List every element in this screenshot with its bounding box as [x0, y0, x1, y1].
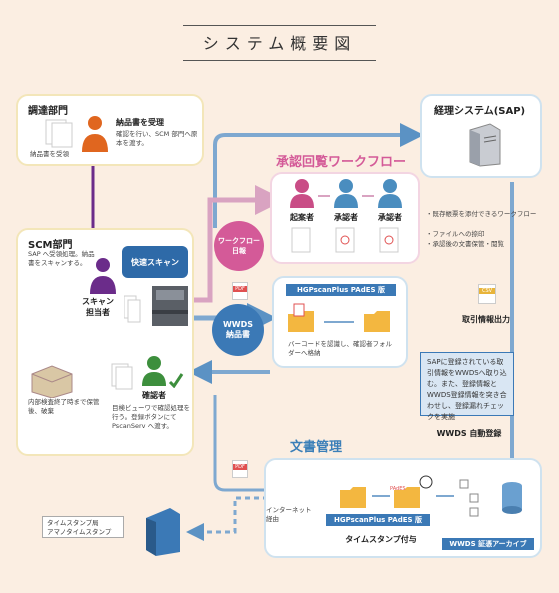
scanner-person-icon: [90, 258, 116, 294]
archive-desc: 内部検査終了時まで保管後、破棄: [28, 398, 100, 415]
invoice-stack-icon: [45, 119, 73, 148]
checker-person-icon: [142, 356, 184, 388]
arrow-scm-to-sap: [213, 123, 424, 228]
workflow-role-2: 承認者: [334, 213, 358, 222]
workflow-badge: ワークフロー 日報: [214, 221, 264, 271]
workflow-docs: [291, 227, 399, 253]
doc-pdf-label: PDF: [233, 464, 247, 470]
server-icon: [469, 123, 501, 167]
pdf-icon-label: PDF: [233, 286, 247, 292]
page-title: システム概要図: [202, 34, 357, 53]
workflow-box: 起案者 承認者 承認者: [270, 172, 420, 264]
procurement-box: 調達部門 納品書を受領 納品書を受理 確認を行い、SCM 部門へ原本を渡す。: [16, 94, 204, 166]
title-rule-top: [183, 25, 376, 26]
output-label: 取引情報出力: [462, 315, 510, 324]
archive-box-icon: [31, 365, 73, 398]
doc-pdf-icon: PDF: [232, 460, 248, 478]
procurement-person-desc: 確認を行い、SCM 部門へ原本を渡す。: [116, 130, 198, 147]
scm-heading: SCM部門: [28, 240, 73, 251]
scan-logo: 快速スキャン: [122, 246, 188, 278]
arrow-to-doc-mgmt: [213, 395, 331, 499]
workflow-note-2: ・ファイルへの捺印: [426, 230, 485, 238]
padess-box: HGPscanPlus PAdES 版 バーコードを認識し、確認者フォルダーへ格…: [272, 276, 408, 368]
printer-icon: [124, 286, 188, 326]
timestamp-label: タイムスタンプ付与: [345, 535, 417, 544]
padess-header: HGPscanPlus PAdES 版: [286, 284, 396, 296]
workflow-note-1: ・既存帳票を添付できるワークフロー: [426, 210, 537, 218]
workflow-title: 承認回覧ワークフロー: [276, 155, 407, 170]
archive-label: WWDS 証憑アーカイブ: [442, 538, 534, 550]
pades-label: PAdES: [390, 486, 406, 492]
workflow-people: [290, 179, 402, 208]
arrow-to-workflow: [188, 185, 285, 303]
doc-mgmt-flow: [340, 475, 522, 517]
padess-folders: [288, 303, 390, 332]
doc-mgmt-box: PAdES HGPscanPlus PAdES 版 タイムスタンプ付与 WWDS…: [264, 458, 542, 558]
tsa-label: タイムスタンプ局 アマノタイムスタンプ: [42, 516, 124, 538]
doc-mgmt-header: HGPscanPlus PAdES 版: [326, 514, 430, 526]
csv-icon: CSV: [478, 284, 496, 304]
wwds-badge: WWDS 納品書: [212, 304, 264, 356]
doc-mgmt-title: 文書管理: [290, 440, 343, 455]
workflow-role-1: 起案者: [290, 213, 314, 222]
arrow-internet: [186, 496, 322, 541]
procurement-person-title: 納品書を受理: [116, 118, 164, 127]
receive-caption: 納品書を受領: [30, 150, 69, 158]
sap-note: SAPに登録されている取引情報をWWDSへ取り込む。また、登録情報とWWDS登録…: [420, 352, 514, 421]
tsa-building-icon: [146, 508, 180, 556]
checker-title: 確認者: [142, 391, 166, 400]
title-rule-bottom: [183, 60, 376, 61]
internet-label: インターネット 経由: [266, 506, 312, 523]
checker-desc: 目検ビューワで確認処理を行う。登録ボタンにてPscanServ へ渡す。: [112, 404, 190, 430]
workflow-note-3: ・承認後の文書保管・閲覧: [426, 240, 504, 248]
sap-box: 経理システム(SAP): [420, 94, 542, 178]
scm-desc: SAP へ受領処理。納品書をスキャンする。: [28, 250, 95, 267]
checker-docs-icon: [111, 363, 133, 390]
person-icon: [82, 116, 108, 152]
pdf-icon: PDF: [232, 282, 248, 300]
procurement-heading: 調達部門: [28, 106, 68, 117]
workflow-role-3: 承認者: [378, 213, 402, 222]
csv-icon-label: CSV: [479, 288, 495, 294]
scm-box: SCM部門 SAP へ受領処理。納品書をスキャンする。 快速スキャン スキャン …: [16, 228, 194, 456]
scanner-label: スキャン 担当者: [82, 297, 114, 317]
padess-desc: バーコードを認識し、確認者フォルダーへ格納: [288, 340, 392, 357]
sap-heading: 経理システム(SAP): [434, 106, 526, 117]
auto-registration: WWDS 自動登録: [436, 429, 502, 438]
